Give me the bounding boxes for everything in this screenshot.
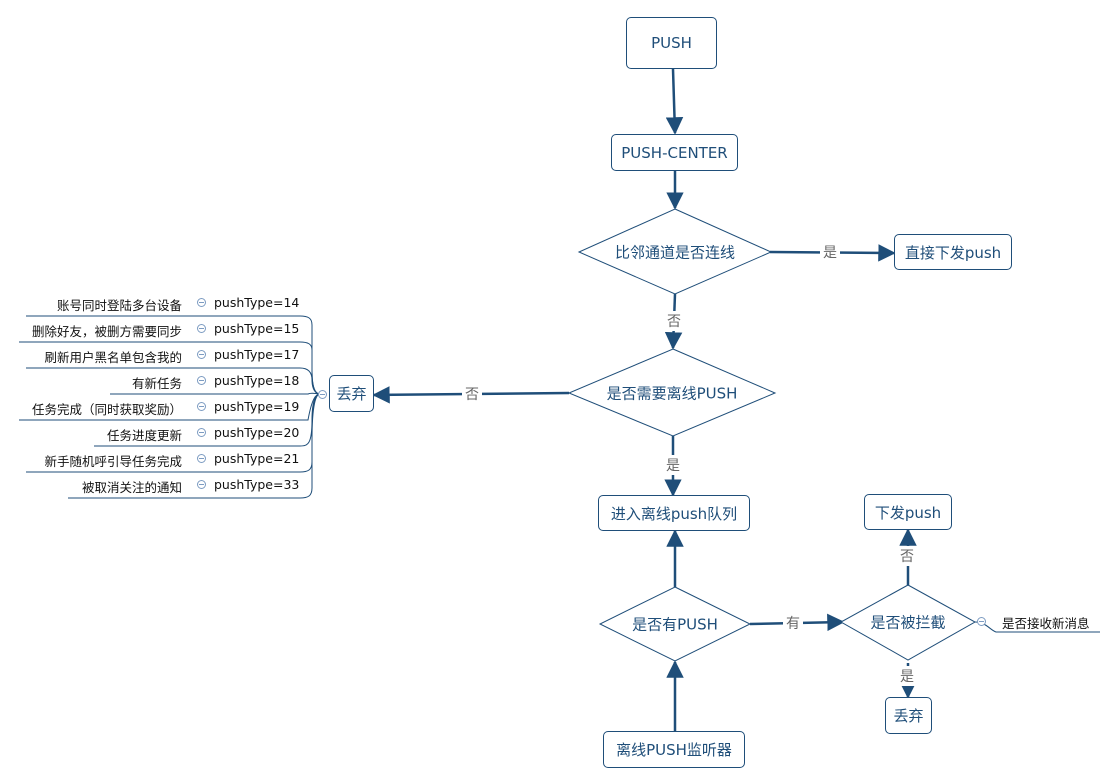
push-type-label: pushType=19 [214, 399, 300, 414]
collapse-toggle-icon[interactable] [977, 617, 986, 626]
node-offline-queue: 进入离线push队列 [598, 495, 750, 531]
push-type-label: pushType=18 [214, 373, 300, 388]
collapse-toggle-icon[interactable] [197, 324, 206, 333]
decision-need-offline-push [567, 348, 777, 437]
decision-adjacent-channel [577, 208, 773, 295]
edge-label-intercept-no: 否 [897, 546, 917, 566]
node-offline-listener: 离线PUSH监听器 [603, 731, 745, 768]
collapse-toggle-icon[interactable] [197, 376, 206, 385]
edge-label-offline-yes: 是 [663, 455, 683, 475]
node-push: PUSH [626, 17, 717, 69]
edge-label-adjacent-yes: 是 [820, 242, 840, 262]
collapse-toggle-icon[interactable] [197, 402, 206, 411]
collapse-toggle-icon[interactable] [197, 350, 206, 359]
push-type-label: pushType=17 [214, 347, 300, 362]
decision-intercepted [839, 584, 977, 661]
discard-reason-label: 有新任务 [131, 376, 182, 391]
push-type-label: pushType=15 [214, 321, 300, 336]
node-send-push: 下发push [864, 494, 952, 530]
decision-intercepted-label: 是否被拦截 [870, 613, 946, 632]
discard-reason-label: 删除好友，被删方需要同步 [31, 324, 182, 339]
collapse-toggle-icon[interactable] [318, 390, 327, 399]
discard-reason-label: 任务进度更新 [106, 428, 182, 443]
push-type-label: pushType=21 [214, 451, 300, 466]
collapse-toggle-icon[interactable] [197, 428, 206, 437]
push-type-label: pushType=33 [214, 477, 300, 492]
collapse-toggle-icon[interactable] [197, 298, 206, 307]
edge-label-offline-no: 否 [462, 384, 482, 404]
discard-reason-label: 任务完成（同时获取奖励） [31, 402, 182, 417]
edge-label-adjacent-no: 否 [664, 311, 684, 331]
edge-label-intercept-yes: 是 [897, 666, 917, 686]
node-discard-left: 丢弃 [329, 375, 374, 412]
decision-has-push [598, 586, 752, 662]
node-push-center: PUSH-CENTER [611, 134, 738, 171]
decision-adjacent-channel-label: 比邻通道是否连线 [614, 243, 736, 262]
collapse-toggle-icon[interactable] [197, 454, 206, 463]
intercept-note-label: 是否接收新消息 [1002, 616, 1090, 631]
discard-reason-label: 被取消关注的通知 [81, 480, 182, 495]
push-type-label: pushType=14 [214, 295, 300, 310]
decision-has-push-label: 是否有PUSH [632, 615, 718, 634]
discard-reason-label: 账号同时登陆多台设备 [56, 298, 182, 313]
edge-label-haspush-yes: 有 [783, 613, 803, 633]
node-discard-bottom: 丢弃 [885, 697, 932, 734]
push-type-label: pushType=20 [214, 425, 300, 440]
node-direct-push: 直接下发push [894, 234, 1012, 270]
discard-reason-label: 刷新用户黑名单包含我的 [44, 350, 182, 365]
edge-push-to-center [665, 68, 684, 135]
decision-need-offline-push-label: 是否需要离线PUSH [606, 384, 738, 403]
collapse-toggle-icon[interactable] [197, 480, 206, 489]
discard-reason-label: 新手随机呼引导任务完成 [44, 454, 182, 469]
